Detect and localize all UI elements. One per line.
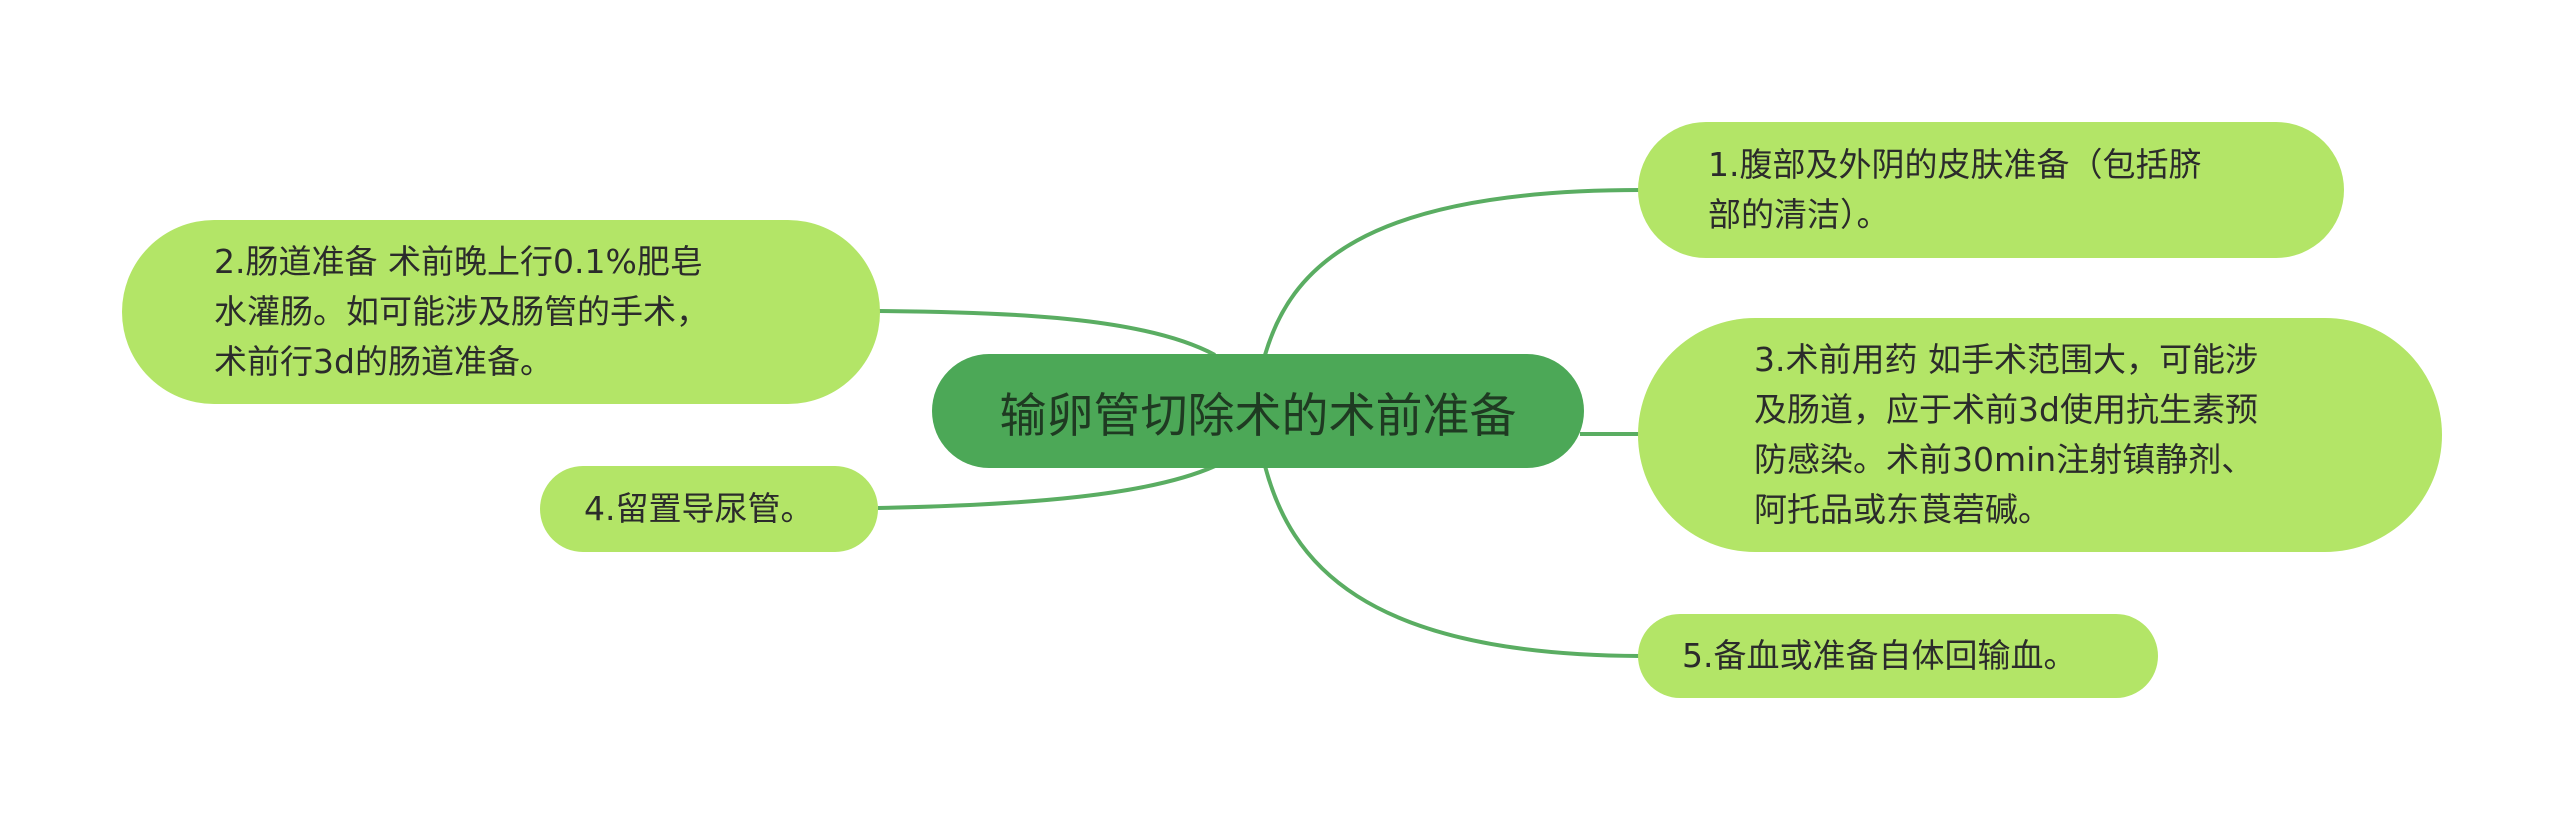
topic-n5[interactable]: 5.备血或准备自体回输血。 — [1638, 614, 2158, 698]
topic-n5-label: 5.备血或准备自体回输血。 — [1682, 636, 2077, 675]
edge-root-to-n1 — [1263, 188, 1641, 356]
root-topic-label: 输卵管切除术的术前准备 — [999, 388, 1517, 444]
topic-n1-label: 1.腹部及外阴的皮肤准备（包括脐 部的清洁）。 — [1708, 145, 2202, 234]
topic-n2[interactable]: 2.肠道准备 术前晚上行0.1%肥皂 水灌肠。如可能涉及肠管的手术， 术前行3d… — [122, 220, 880, 404]
root-topic[interactable]: 输卵管切除术的术前准备 — [932, 354, 1584, 468]
topic-n3[interactable]: 3.术前用药 如手术范围大，可能涉 及肠道，应于术前3d使用抗生素预 防感染。术… — [1638, 318, 2442, 552]
topic-n3-label: 3.术前用药 如手术范围大，可能涉 及肠道，应于术前3d使用抗生素预 防感染。术… — [1754, 340, 2258, 529]
edge-root-to-n2 — [877, 309, 1216, 357]
topic-n2-label: 2.肠道准备 术前晚上行0.1%肥皂 水灌肠。如可能涉及肠管的手术， 术前行3d… — [214, 242, 709, 381]
edge-root-to-n5 — [1263, 465, 1641, 658]
topic-n4-label: 4.留置导尿管。 — [584, 489, 814, 528]
edge-root-to-n4 — [877, 464, 1216, 510]
topic-n1[interactable]: 1.腹部及外阴的皮肤准备（包括脐 部的清洁）。 — [1638, 122, 2344, 258]
topic-n4[interactable]: 4.留置导尿管。 — [540, 466, 878, 552]
